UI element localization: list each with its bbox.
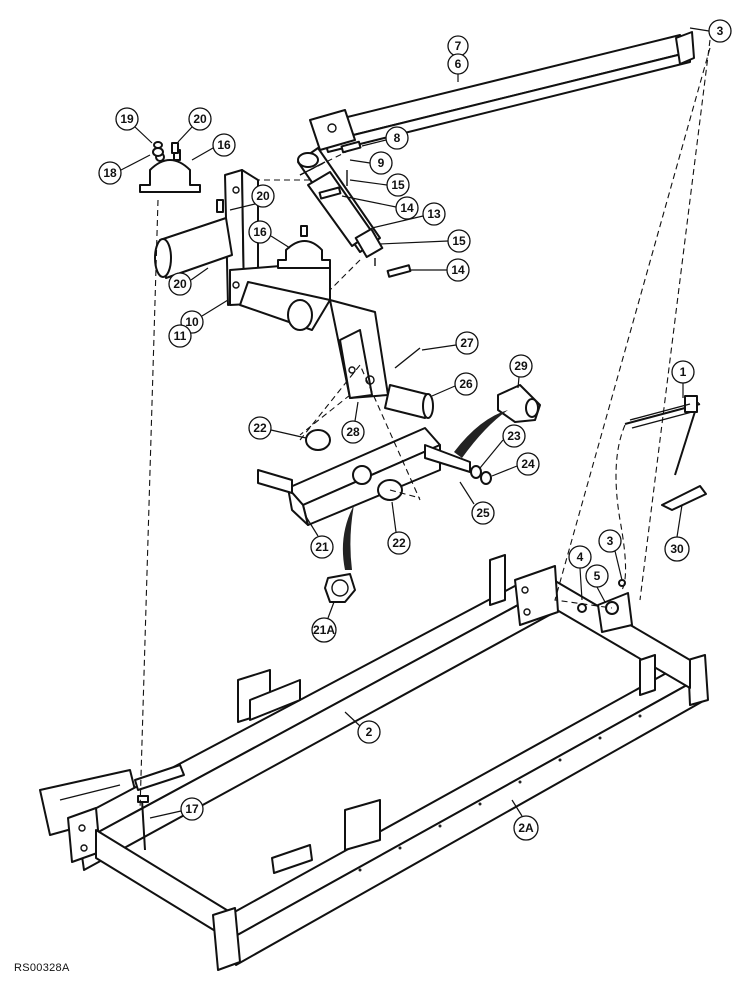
svg-text:1: 1 (680, 365, 687, 379)
callout-18: 18 (98, 154, 151, 185)
upper-link-arm (309, 31, 695, 153)
assembly-lines (139, 39, 711, 811)
callout-11: 11 (168, 324, 192, 348)
callout-26: 26 (431, 372, 478, 397)
callout-9: 9 (349, 151, 393, 175)
svg-text:18: 18 (103, 166, 117, 180)
callout-13: 13 (371, 202, 446, 229)
clamp-upper (139, 149, 201, 193)
callout-4: 4 (568, 545, 592, 601)
reference-code: RS00328A (14, 962, 70, 974)
callout-16-mid: 16 (248, 220, 291, 249)
callout-21: 21 (304, 514, 334, 559)
callout-20-top: 20 (177, 107, 212, 143)
arrow-to-hub-29 (454, 410, 508, 458)
svg-text:29: 29 (514, 359, 528, 373)
callout-28: 28 (341, 401, 365, 444)
bolt-17 (137, 795, 149, 851)
callouts: 7 6 3 19 20 16 18 (98, 19, 732, 841)
svg-text:3: 3 (607, 534, 614, 548)
hub-29 (497, 384, 541, 423)
callout-30: 30 (664, 504, 690, 562)
callout-14-top: 14 (341, 195, 419, 220)
svg-text:21A: 21A (313, 623, 335, 637)
svg-text:13: 13 (427, 207, 441, 221)
hub-21A (324, 573, 356, 603)
svg-text:20: 20 (256, 189, 270, 203)
callout-16-top: 16 (191, 133, 236, 161)
bolt-27 (394, 347, 421, 369)
callout-29: 29 (509, 354, 533, 389)
axle-assembly (257, 427, 492, 526)
svg-text:9: 9 (378, 156, 385, 170)
callout-3-top: 3 (689, 19, 732, 43)
svg-text:25: 25 (476, 506, 490, 520)
svg-text:15: 15 (391, 178, 405, 192)
callout-3-bottom: 3 (598, 529, 623, 581)
svg-text:3: 3 (717, 24, 724, 38)
callout-20-left: 20 (168, 267, 209, 296)
clamp-middle (277, 225, 331, 269)
svg-text:19: 19 (120, 112, 134, 126)
svg-text:11: 11 (174, 329, 187, 343)
svg-text:10: 10 (185, 315, 199, 329)
callout-27: 27 (421, 331, 479, 355)
callout-15-top: 15 (349, 173, 410, 197)
callout-21A: 21A (311, 601, 337, 643)
callout-2: 2 (344, 711, 381, 744)
svg-text:17: 17 (185, 802, 199, 816)
callout-23: 23 (479, 424, 526, 469)
svg-text:2: 2 (366, 725, 373, 739)
callout-8: 8 (361, 126, 409, 150)
svg-text:2A: 2A (518, 821, 534, 835)
callout-7-6: 7 6 (447, 35, 469, 82)
svg-text:22: 22 (253, 421, 267, 435)
callout-25: 25 (459, 481, 495, 525)
svg-text:24: 24 (521, 457, 535, 471)
svg-text:20: 20 (193, 112, 207, 126)
callout-22-left: 22 (248, 416, 307, 440)
callout-17: 17 (149, 797, 204, 821)
svg-text:14: 14 (451, 263, 465, 277)
callout-14-mid: 14 (410, 258, 470, 282)
svg-text:26: 26 (459, 377, 473, 391)
fasteners-top-left (152, 141, 224, 213)
svg-text:16: 16 (253, 225, 267, 239)
svg-text:16: 16 (217, 138, 231, 152)
svg-text:15: 15 (452, 234, 466, 248)
svg-text:8: 8 (394, 131, 401, 145)
svg-text:28: 28 (346, 425, 360, 439)
svg-text:23: 23 (507, 429, 521, 443)
callout-19: 19 (115, 107, 153, 144)
svg-text:30: 30 (670, 542, 684, 556)
callout-5: 5 (585, 564, 609, 603)
svg-text:21: 21 (315, 540, 329, 554)
callout-22-right: 22 (387, 501, 411, 555)
svg-text:7: 7 (455, 39, 462, 53)
cover-30 (661, 485, 707, 511)
svg-text:5: 5 (594, 569, 601, 583)
svg-text:20: 20 (173, 277, 187, 291)
bushing-26 (384, 384, 434, 419)
callout-24: 24 (491, 452, 540, 477)
callout-20-mid: 20 (229, 184, 275, 211)
svg-text:4: 4 (577, 550, 584, 564)
svg-text:6: 6 (455, 57, 462, 71)
front-rail-holes (358, 714, 642, 872)
svg-text:22: 22 (392, 536, 406, 550)
svg-text:27: 27 (460, 336, 474, 350)
callout-15-mid: 15 (379, 229, 471, 253)
arrow-to-hub-21A (342, 505, 354, 570)
callout-2A: 2A (511, 799, 539, 841)
jack-handle (624, 395, 701, 476)
svg-text:14: 14 (400, 201, 414, 215)
callout-1: 1 (671, 360, 695, 398)
pins (318, 140, 412, 278)
